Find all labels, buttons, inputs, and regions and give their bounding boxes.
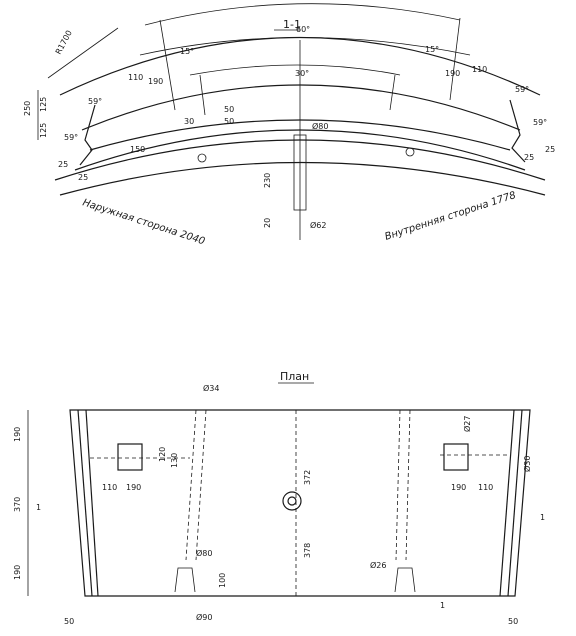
dim-110-tl: 110: [128, 73, 143, 82]
dim-130: 130: [170, 453, 179, 468]
dim-125a: 125: [39, 97, 48, 112]
angle-30-arc: [189, 64, 401, 76]
right-edge-inner: [507, 409, 523, 597]
dashed-right-2: [405, 409, 411, 561]
dim-125b: 125: [39, 123, 48, 138]
dim-190-tl: 190: [148, 77, 163, 86]
radius-leader: [47, 27, 119, 79]
angle-15-left-label: 15°: [180, 47, 194, 56]
plan-title: План: [280, 370, 309, 383]
dim-50-right: 50: [508, 617, 518, 626]
dim-110-tr: 110: [472, 65, 487, 74]
dim-230: 230: [263, 173, 272, 188]
label-d34: Ø34: [203, 383, 219, 393]
dim-50a: 50: [224, 105, 234, 114]
radial-left-inner: [199, 74, 206, 116]
section-mark-left: 1: [36, 503, 41, 512]
radius-label: R1700: [54, 29, 74, 56]
dim-25-l1: 25: [58, 160, 68, 169]
dim-150: 150: [130, 145, 145, 154]
dim-25-l2: 25: [78, 173, 88, 182]
angle-60-label: 60°: [296, 25, 310, 34]
hole-d80: Ø80: [312, 121, 328, 131]
angle-59-tl: 59°: [88, 97, 102, 106]
dim-110-right: 110: [478, 483, 493, 492]
plan-outline: [69, 409, 531, 597]
left-end-face: [79, 104, 96, 166]
angle-59-bl: 59°: [64, 133, 78, 142]
dim-370: 370: [13, 497, 22, 512]
label-d26: Ø26: [370, 560, 386, 570]
inner-side-label: Внутренняя сторона 1778: [384, 190, 518, 243]
outer-side-label: Наружная сторона 2040: [81, 197, 206, 247]
radial-left-outer: [159, 19, 176, 111]
dashed-left-1: [185, 409, 197, 561]
left-edge-inner-2: [85, 409, 99, 597]
left-edge-inner: [77, 409, 93, 597]
bottom-mark: 1: [440, 601, 445, 610]
angle-15-right-label: 15°: [425, 45, 439, 54]
center-pin: [293, 134, 307, 211]
section-view: 1-1 60° 15° 15° 30° 110 190 190 110 R170…: [23, 3, 555, 247]
label-d80: Ø80: [196, 548, 212, 558]
dim-190-bottom: 190: [13, 565, 22, 580]
angle-15-arc: [139, 37, 471, 56]
dim-30: 30: [184, 117, 194, 126]
inner-top-arc: [81, 84, 521, 131]
right-end-face: [509, 99, 526, 163]
bottom-arc: [59, 161, 546, 196]
center-socket-inner: [287, 496, 297, 506]
dim-190-tr: 190: [445, 69, 460, 78]
center-socket-outer: [282, 491, 302, 511]
angle-60-arc: [144, 3, 461, 26]
label-d27: Ø27: [462, 416, 472, 432]
right-edge-inner-2: [499, 409, 515, 597]
dim-190-right: 190: [451, 483, 466, 492]
dim-50-left: 50: [64, 617, 74, 626]
bottom-socket-right: [394, 567, 416, 593]
dim-25-r2: 25: [545, 145, 555, 154]
label-d90: Ø90: [196, 612, 212, 622]
dim-372: 372: [303, 470, 312, 485]
hole-d62: Ø62: [310, 220, 326, 230]
section-mark-right: 1: [540, 513, 545, 522]
dim-190-left: 190: [126, 483, 141, 492]
angle-59-tr: 59°: [515, 85, 529, 94]
dim-110-left: 110: [102, 483, 117, 492]
dim-100: 100: [218, 573, 227, 588]
left-hole: [197, 153, 207, 163]
bottom-socket-left: [174, 567, 196, 593]
dim-20: 20: [263, 218, 272, 228]
dashed-right-1: [395, 409, 401, 561]
dim-50b: 50: [224, 117, 234, 126]
dim-120: 120: [158, 447, 167, 462]
dim-25-r1: 25: [524, 153, 534, 162]
angle-30-label: 30°: [295, 69, 309, 78]
section-title: 1-1: [283, 18, 301, 31]
dim-378: 378: [303, 543, 312, 558]
plan-view: План Ø34 Ø27 Ø30 Ø80 Ø26 Ø90 1: [13, 370, 545, 626]
radial-right-inner: [389, 74, 396, 111]
dim-190-top: 190: [13, 427, 22, 442]
right-hole: [405, 147, 415, 157]
left-recess: [117, 443, 143, 471]
dashed-left-2: [195, 409, 207, 561]
label-d30: Ø30: [522, 456, 532, 472]
right-recess: [443, 443, 469, 471]
dim-250: 250: [23, 101, 32, 116]
angle-59-br: 59°: [533, 118, 547, 127]
radial-right-outer: [449, 17, 461, 101]
